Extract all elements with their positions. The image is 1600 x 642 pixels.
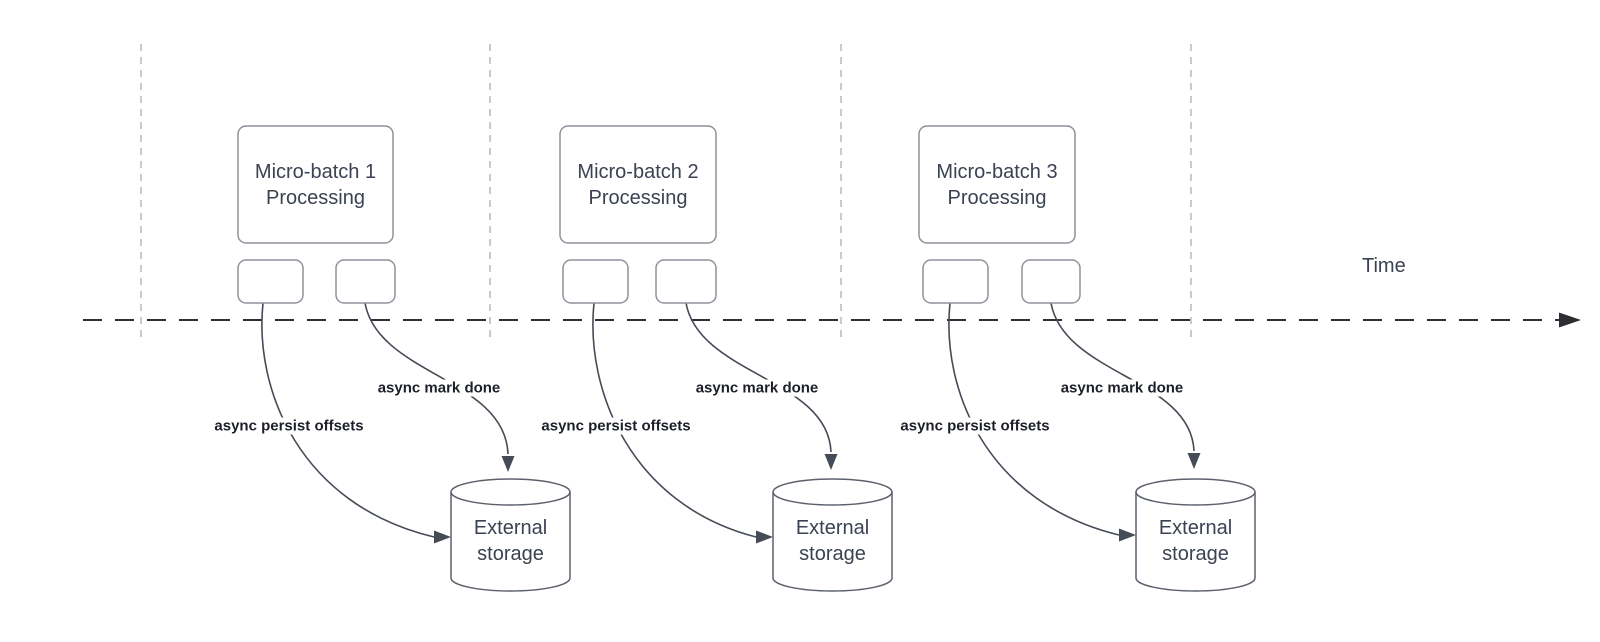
mark-done-connector-3	[1050, 302, 1195, 452]
external-storage-label-1-line2: storage	[477, 543, 544, 565]
persist-offsets-connector-3	[948, 302, 1120, 536]
external-storage-label-3: External storage	[1136, 494, 1255, 588]
mark-done-label-2: async mark done	[692, 379, 822, 397]
external-storage-label-1: External storage	[451, 494, 570, 588]
mark-done-label-3: async mark done	[1057, 379, 1187, 397]
mark-done-label-1: async mark done	[374, 379, 504, 397]
persist-offsets-label-2: async persist offsets	[538, 417, 694, 435]
external-storage-cylinder-2	[772, 478, 893, 592]
external-storage-cylinder-top-3	[1135, 491, 1256, 506]
external-storage-cylinder-top-2	[772, 491, 893, 506]
mark-done-task-box-3	[1021, 259, 1081, 304]
persist-offsets-task-box-3	[922, 259, 989, 304]
persist-offsets-task-box-1	[237, 259, 304, 304]
external-storage-cylinder-top-1	[450, 491, 571, 506]
persist-offsets-label-3: async persist offsets	[897, 417, 1053, 435]
persist-offsets-arrowhead-icon-1	[434, 530, 451, 544]
microbatch-3-title: Micro-batch 3 Processing	[919, 126, 1075, 243]
microbatch-2-box	[559, 125, 717, 244]
persist-offsets-arrowhead-icon-2	[756, 530, 773, 544]
external-storage-label-2-line2: storage	[799, 543, 866, 565]
external-storage-cylinder-1	[450, 478, 571, 592]
microbatch-1-box	[237, 125, 394, 244]
external-storage-label-3-line1: External	[1158, 517, 1233, 539]
microbatch-2-title: Micro-batch 2 Processing	[560, 126, 716, 243]
mark-done-arrowhead-icon-2	[824, 454, 838, 470]
microbatch-2-title-line1: Micro-batch 2	[577, 160, 699, 183]
external-storage-label-2-line1: External	[795, 517, 870, 539]
microbatch-1-title: Micro-batch 1 Processing	[238, 126, 393, 243]
mark-done-task-box-2	[655, 259, 717, 304]
persist-offsets-connector-2	[592, 302, 757, 538]
persist-offsets-label-1: async persist offsets	[211, 417, 367, 435]
persist-offsets-connector-1	[261, 302, 435, 538]
microbatch-3-title-line2: Processing	[947, 186, 1047, 209]
mark-done-connector-2	[685, 302, 832, 453]
mark-done-connector-1	[364, 302, 509, 455]
microbatch-1-title-line2: Processing	[266, 186, 365, 209]
external-storage-label-3-line2: storage	[1162, 543, 1229, 565]
microbatch-1-title-line1: Micro-batch 1	[254, 160, 377, 183]
time-axis-label: Time	[1362, 255, 1406, 277]
persist-offsets-task-box-2	[562, 259, 629, 304]
mark-done-arrowhead-icon-1	[501, 456, 515, 472]
persist-offsets-arrowhead-icon-3	[1119, 528, 1136, 542]
time-axis-arrowhead-icon	[1559, 312, 1581, 328]
microbatch-3-box	[918, 125, 1076, 244]
external-storage-label-2: External storage	[773, 494, 892, 588]
external-storage-cylinder-3	[1135, 478, 1256, 592]
microbatch-2-title-line2: Processing	[588, 186, 688, 209]
mark-done-arrowhead-icon-3	[1187, 453, 1201, 469]
mark-done-task-box-1	[335, 259, 396, 304]
batch-interval-guides	[140, 44, 1192, 342]
external-storage-label-1-line1: External	[473, 517, 548, 539]
microbatch-3-title-line1: Micro-batch 3	[936, 160, 1058, 183]
